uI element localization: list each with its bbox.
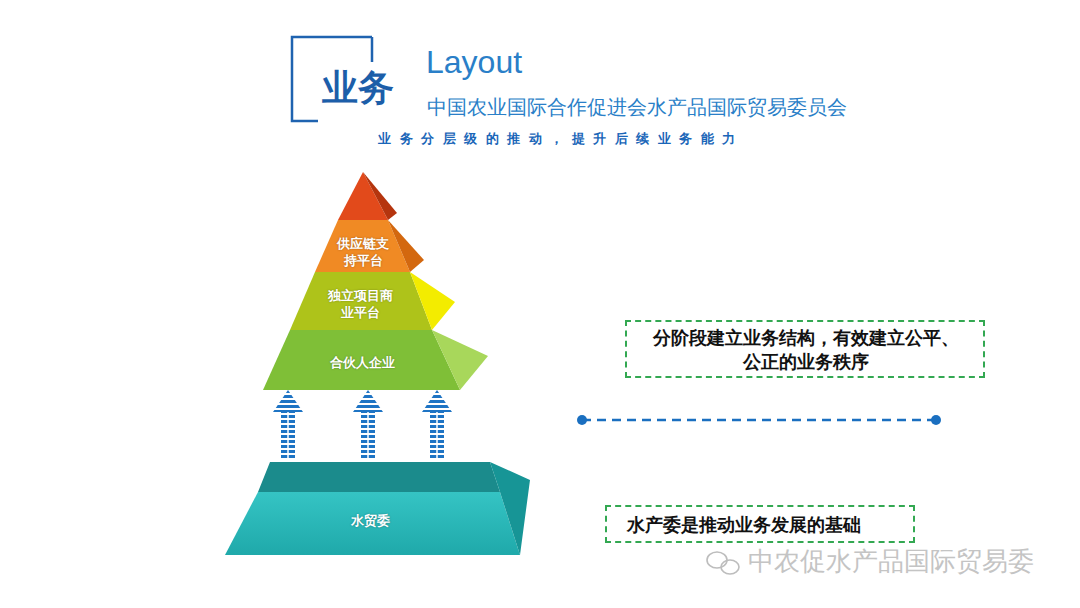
arrow-head — [353, 390, 383, 412]
layer-face — [432, 330, 488, 390]
layer-face — [225, 492, 520, 555]
dotted-arrow — [273, 390, 303, 460]
watermark: 中农促水产品国际贸易委 — [748, 545, 1034, 577]
layer-face — [290, 272, 432, 330]
arrow-shaft — [281, 412, 295, 460]
arrow-head — [273, 390, 303, 412]
callout-box: 分阶段建立业务结构，有效建立公平、公正的业务秩序 — [625, 320, 985, 378]
arrow-split — [367, 412, 369, 460]
pyramid-layer: 合伙人企业 — [260, 312, 495, 390]
callout-text: 分阶段建立业务结构，有效建立公平、公正的业务秩序 — [647, 326, 965, 374]
dotted-arrow — [422, 390, 452, 460]
dotted-arrow — [353, 390, 383, 460]
callout-box: 水产委是推动业务发展的基础 — [605, 505, 915, 543]
arrow-shaft — [361, 412, 375, 460]
layer-shape — [260, 312, 495, 390]
wechat-icon — [707, 552, 739, 574]
pyramid-apex-side — [363, 172, 397, 220]
pyramid-layer: 供应链支持平台 — [300, 216, 430, 276]
layer-shape — [222, 460, 532, 557]
arrow-split — [436, 412, 438, 460]
arrow-split — [287, 412, 289, 460]
arrow-shaft — [430, 412, 444, 460]
layer-face — [410, 272, 455, 330]
heading-english: Layout — [426, 42, 522, 82]
heading-bracket — [371, 37, 374, 62]
divider-dot — [931, 415, 941, 425]
subtitle: 中国农业国际合作促进会水产品国际贸易委员会 — [427, 94, 847, 120]
dashed-divider — [582, 419, 934, 422]
layer-label: 供应链支持平台 — [335, 235, 391, 269]
divider-dot — [577, 415, 587, 425]
tagline: 业务分层级的推动，提升后续业务能力 — [378, 130, 744, 148]
layer-face — [263, 330, 460, 390]
heading-word: 业务 — [322, 66, 394, 110]
layer-face — [258, 462, 500, 492]
layer-face — [388, 220, 424, 272]
layer-face — [315, 220, 410, 272]
arrow-head — [422, 390, 452, 412]
callout-text: 水产委是推动业务发展的基础 — [627, 513, 907, 537]
layer-label: 合伙人企业 — [302, 354, 422, 371]
pyramid-base: 水贸委 — [222, 460, 532, 557]
layer-label: 水贸委 — [320, 512, 420, 529]
layer-face — [490, 462, 530, 555]
pyramid-layer: 独立项目商业平台 — [285, 266, 460, 332]
layer-label: 独立项目商业平台 — [325, 287, 395, 321]
